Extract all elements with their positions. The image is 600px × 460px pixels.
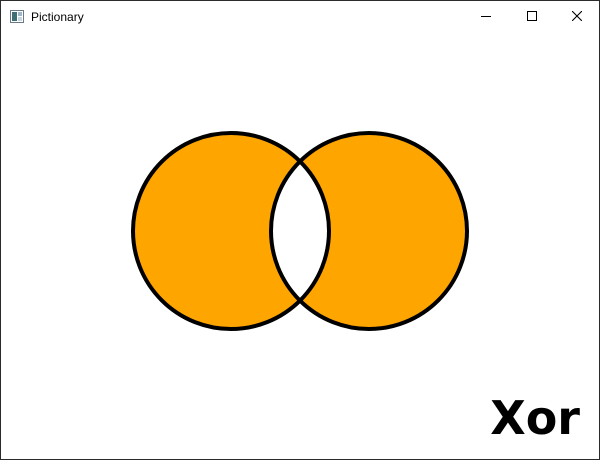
venn-diagram xyxy=(131,131,469,331)
close-button[interactable] xyxy=(554,1,599,32)
close-icon xyxy=(572,11,582,21)
left-set-outline xyxy=(131,131,331,331)
operation-label: Xor xyxy=(490,391,580,445)
minimize-icon xyxy=(481,16,491,17)
maximize-icon xyxy=(527,11,537,21)
maximize-button[interactable] xyxy=(509,1,555,32)
right-set-fill xyxy=(271,133,467,329)
left-set-fill xyxy=(133,133,329,329)
right-set-outline xyxy=(269,131,469,331)
title-bar[interactable]: Pictionary xyxy=(1,1,599,32)
drawing-canvas: Xor xyxy=(1,32,599,459)
minimize-button[interactable] xyxy=(463,1,509,32)
window-title: Pictionary xyxy=(31,10,84,24)
app-window-icon xyxy=(10,10,24,23)
